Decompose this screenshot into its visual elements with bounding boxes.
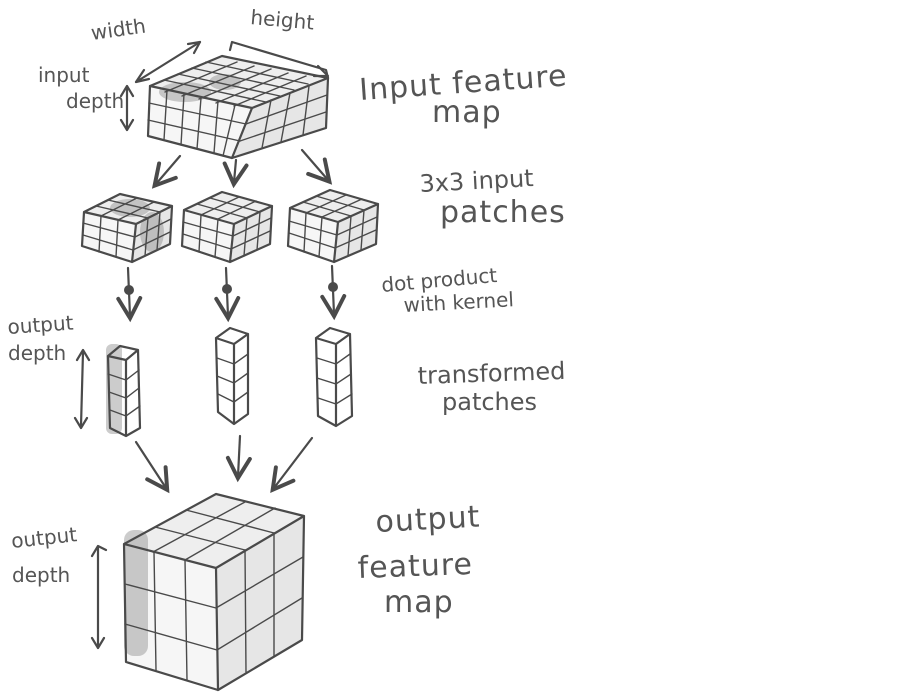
input-patch-2 [180,190,274,264]
dot-product-arrows [116,264,347,323]
output-feature-map-label-line1: output [375,500,482,540]
output-depth-arrow-bottom [90,544,108,650]
input-feature-map-label-line2: map [432,95,502,130]
output-feature-map [122,492,306,692]
input-patch-1 [80,192,174,264]
height-bracket [228,40,330,80]
transformed-patch-1 [106,344,142,438]
input-depth-arrow [119,84,135,132]
output-depth-arrow-top [73,348,91,430]
height-label: height [250,5,316,34]
patch-to-output-arrows [134,434,314,494]
input-depth-label-line1: input [38,63,90,87]
patches-label-line2: patches [440,195,566,230]
transformed-label-line2: patches [442,388,537,416]
width-arrow [134,40,202,84]
input-patch-3 [286,188,380,264]
output-depth-top-label-line2: depth [8,341,66,365]
patches-label-line1: 3x3 input [419,164,534,198]
output-feature-map-label-line2: feature [357,547,473,586]
dot-product-label-line2: with kernel [403,287,514,317]
transformed-patch-3 [314,326,354,428]
output-depth-bottom-label-line2: depth [12,563,70,587]
transformed-label-line1: transformed [417,357,566,390]
input-depth-label-line2: depth [66,89,124,113]
transformed-patch-2 [214,326,250,426]
input-to-patch-arrows [151,148,333,189]
output-feature-map-label-line3: map [384,585,454,620]
output-depth-bottom-label-line1: output [10,522,78,553]
input-feature-map [146,54,330,160]
width-label: width [89,14,147,45]
output-depth-top-label-line1: output [7,310,75,339]
